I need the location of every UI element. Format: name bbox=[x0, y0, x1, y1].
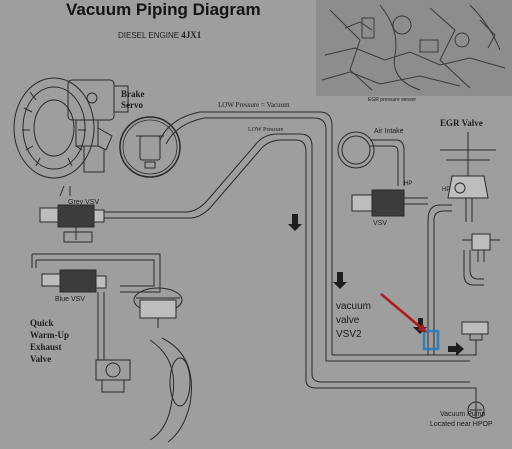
vsv-right-drawing bbox=[351, 189, 428, 217]
label-air-intake: Air Intake bbox=[374, 128, 404, 135]
engine-photo bbox=[316, 0, 512, 96]
annotation-line-2: valve bbox=[336, 315, 360, 326]
egr-valve-drawing bbox=[440, 132, 496, 222]
label-warmup: Warm-Up bbox=[30, 330, 69, 340]
label-egr-sensor: EGR pressure sensor bbox=[368, 97, 417, 103]
flow-arrow-down-1 bbox=[288, 214, 302, 231]
label-egr-valve: EGR Valve bbox=[440, 118, 483, 128]
pointer-arrow bbox=[380, 293, 426, 332]
vsv2-highlight-box bbox=[422, 329, 440, 351]
label-hp-vsv: HP bbox=[404, 181, 413, 187]
vsv2-annotation: vacuum valve VSV2 bbox=[336, 300, 371, 342]
annotation-line-1: vacuum bbox=[336, 301, 372, 312]
warmup-valve-drawing bbox=[95, 337, 192, 443]
subtitle-prefix: DIESEL ENGINE bbox=[118, 31, 180, 40]
label-vsv: VSV bbox=[373, 220, 388, 227]
blue-vsv-drawing bbox=[31, 253, 161, 360]
flow-arrow-right bbox=[448, 342, 464, 356]
label-valve: Valve bbox=[30, 354, 52, 364]
brake-check-valve bbox=[119, 116, 181, 178]
diaphragm-valve bbox=[133, 287, 183, 328]
label-low-pressure: LOW Pressure bbox=[248, 127, 284, 133]
brake-servo-drawing bbox=[13, 77, 129, 197]
vacuum-pump-drawing bbox=[461, 321, 489, 419]
label-pump-location: Located near HPOP bbox=[430, 421, 493, 428]
label-grey-vsv: Grey VSV bbox=[68, 199, 100, 206]
label-hp-egr: HP bbox=[442, 187, 451, 193]
egr-sensor-drawing bbox=[462, 233, 500, 262]
label-exhaust: Exhaust bbox=[30, 342, 62, 352]
air-intake-loop bbox=[337, 131, 405, 186]
diagram-subtitle: DIESEL ENGINE 4JX1 bbox=[118, 30, 201, 40]
subtitle-engine: 4JX1 bbox=[181, 30, 202, 40]
label-quick: Quick bbox=[30, 318, 54, 328]
label-vacuum-pump: Vacuum Pump bbox=[440, 411, 486, 418]
pointer-arrow-head bbox=[418, 324, 427, 333]
diagram-title: Vacuum Piping Diagram bbox=[66, 0, 261, 19]
label-low-pressure-vacuum: LOW Pressure = Vacuum bbox=[218, 101, 290, 109]
flow-arrow-down-2 bbox=[333, 272, 347, 289]
label-servo: Servo bbox=[121, 100, 143, 110]
vacuum-pipes bbox=[102, 111, 484, 402]
grey-vsv-drawing bbox=[39, 204, 105, 243]
flow-arrows bbox=[288, 214, 464, 356]
annotation-line-3: VSV2 bbox=[336, 329, 362, 340]
label-brake: Brake bbox=[121, 89, 145, 99]
label-blue-vsv: Blue VSV bbox=[55, 296, 85, 303]
